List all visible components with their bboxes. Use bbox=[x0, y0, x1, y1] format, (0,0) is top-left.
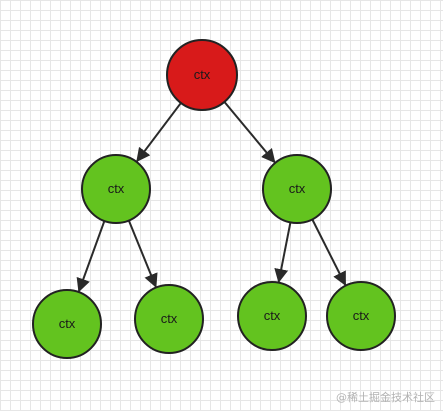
tree-edge-arrow bbox=[311, 218, 347, 286]
tree-edge-arrow bbox=[274, 222, 292, 284]
node-circle bbox=[81, 154, 151, 224]
tree-node: ctx bbox=[134, 284, 204, 354]
node-circle bbox=[326, 281, 396, 351]
tree-node: ctx bbox=[326, 281, 396, 351]
node-circle bbox=[134, 284, 204, 354]
tree-edge-arrow bbox=[223, 101, 276, 164]
tree-node: ctx bbox=[237, 281, 307, 351]
node-label: ctx bbox=[59, 316, 76, 331]
node-circle bbox=[166, 39, 238, 111]
tree-edge-arrow bbox=[136, 102, 182, 163]
tree-node: ctx bbox=[262, 154, 332, 224]
watermark-text: @稀土掘金技术社区 bbox=[336, 391, 435, 404]
node-label: ctx bbox=[161, 311, 178, 326]
node-label: ctx bbox=[289, 181, 306, 196]
node-circle bbox=[32, 289, 102, 359]
tree-edge-arrow bbox=[76, 220, 106, 293]
tree-node: ctx bbox=[81, 154, 151, 224]
node-label: ctx bbox=[194, 67, 211, 82]
node-label: ctx bbox=[108, 181, 125, 196]
node-circle bbox=[262, 154, 332, 224]
node-label: ctx bbox=[353, 308, 370, 323]
node-label: ctx bbox=[264, 308, 281, 323]
tree-node-root: ctx bbox=[166, 39, 238, 111]
node-circle bbox=[237, 281, 307, 351]
tree-node: ctx bbox=[32, 289, 102, 359]
tree-edge-arrow bbox=[127, 220, 158, 288]
